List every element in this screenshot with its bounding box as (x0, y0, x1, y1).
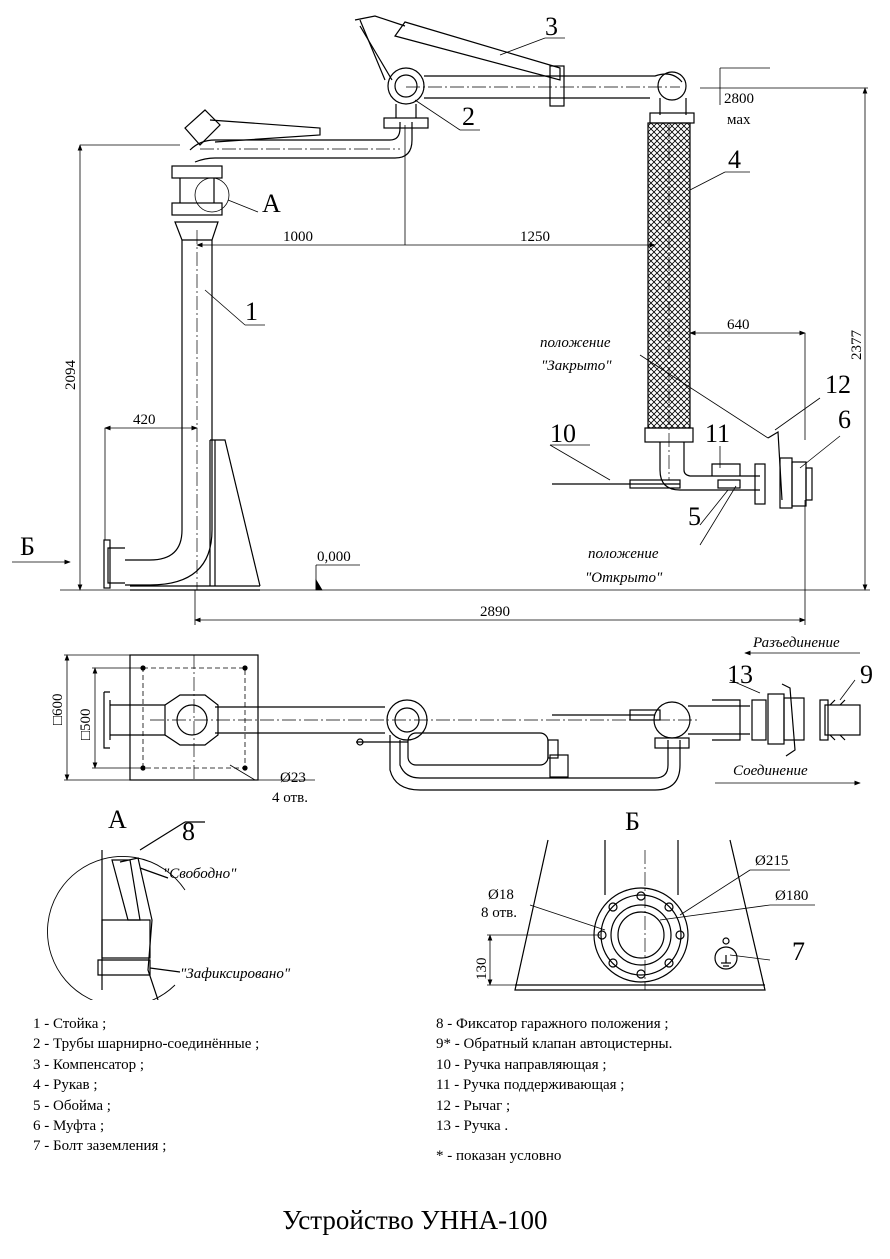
label-fixed: "Зафиксировано" (180, 966, 291, 982)
pos-closed-line2: "Закрыто" (541, 358, 612, 374)
legend-item: 8 - Фиксатор гаражного положения ; (436, 1016, 669, 1032)
dim-holes8: 8 отв. (481, 905, 517, 921)
handles-coupling (552, 430, 813, 509)
top-dimensions (64, 650, 861, 786)
dim-640: 640 (727, 317, 750, 333)
view-b-marker: Б (20, 532, 35, 561)
front-labels: 3 2 4 1 А 10 11 12 6 5 Б 1000 1250 2800 … (20, 12, 865, 620)
callout-11: 11 (705, 419, 730, 448)
dim-2377: 2377 (849, 330, 865, 361)
base-support (130, 439, 261, 591)
legend-item: 13 - Ручка . (436, 1118, 509, 1135)
dim-130: 130 (474, 958, 490, 981)
view-b (514, 839, 766, 991)
callout-9: 9 (860, 660, 873, 689)
dim-2800: 2800 (724, 91, 754, 107)
view-a-marker: А (262, 189, 281, 218)
legend-item: 6 - Муфта ; (33, 1118, 105, 1135)
dim-max: мах (727, 112, 751, 128)
callout-6: 6 (838, 405, 851, 434)
callout-12: 12 (825, 370, 851, 399)
articulated-pipes (184, 65, 695, 163)
legend-right: 8 - Фиксатор гаражного положения ; 9* - … (436, 1014, 672, 1136)
front-dimensions (12, 37, 870, 625)
hose (644, 122, 760, 491)
dim-holes4: 4 отв. (272, 790, 308, 806)
view-b-labels: Б Ø215 Ø180 Ø18 8 отв. 130 7 (474, 807, 808, 980)
top-view (103, 654, 861, 791)
label-disconnect: Разъединение (752, 635, 840, 651)
legend-item: 3 - Компенсатор ; (33, 1056, 145, 1073)
pos-open-line1: положение (588, 546, 659, 562)
label-free: "Свободно" (163, 866, 237, 882)
legend-item: 11 - Ручка поддерживающая ; (436, 1077, 625, 1094)
dim-2890: 2890 (480, 604, 510, 620)
dim-d215: Ø215 (755, 853, 788, 869)
dim-d23: Ø23 (280, 770, 306, 786)
dim-d18: Ø18 (488, 887, 514, 903)
pos-closed-line1: положение (540, 335, 611, 351)
legend-left: 1 - Стойка ; 2 - Трубы шарнирно-соединён… (33, 1014, 259, 1157)
callout-5: 5 (688, 502, 701, 531)
drawing-title: Устройство УННА-100 (282, 1205, 548, 1235)
dim-420: 420 (133, 412, 156, 428)
callout-3: 3 (545, 12, 558, 41)
legend-item: 5 - Обойма ; (33, 1097, 111, 1114)
label-connect: Соединение (733, 763, 808, 779)
view-b-title: Б (625, 807, 640, 836)
callout-13: 13 (727, 660, 753, 689)
callout-10: 10 (550, 419, 576, 448)
legend-item: 2 - Трубы шарнирно-соединённые ; (33, 1036, 260, 1053)
legend-item: 1 - Стойка ; (33, 1016, 107, 1032)
legend-item: 4 - Рукав ; (33, 1077, 98, 1094)
view-a-title: А (108, 805, 127, 834)
callout-7: 7 (792, 937, 805, 966)
footnote: * - показан условно (436, 1148, 562, 1164)
compensator (354, 15, 561, 81)
view-b-dimensions (487, 869, 815, 986)
callout-8: 8 (182, 817, 195, 846)
detail-a (47, 821, 205, 1000)
dim-2094: 2094 (63, 360, 79, 391)
dim-sq500: □500 (78, 708, 94, 740)
callout-1: 1 (245, 297, 258, 326)
detail-a-labels: А 8 "Свободно" "Зафиксировано" (108, 805, 291, 982)
legend-item: 10 - Ручка направляющая ; (436, 1056, 607, 1073)
dim-d180: Ø180 (775, 888, 808, 904)
legend-item: 12 - Рычаг ; (436, 1097, 511, 1114)
legend-item: 7 - Болт заземления ; (33, 1138, 167, 1155)
dim-1250: 1250 (520, 229, 550, 245)
legend-item: 9* - Обратный клапан автоцистерны. (436, 1036, 673, 1053)
technical-drawing: 3 2 4 1 А 10 11 12 6 5 Б 1000 1250 2800 … (12, 12, 873, 1000)
callout-4: 4 (728, 145, 741, 174)
front-view (103, 15, 813, 591)
dim-zero: 0,000 (317, 549, 351, 565)
pos-open-line2: "Открыто" (585, 570, 663, 586)
dim-1000: 1000 (283, 229, 313, 245)
stand-column (103, 165, 223, 590)
dim-sq600: □600 (50, 693, 66, 725)
top-labels: □600 □500 Ø23 4 отв. Разъединение Соедин… (50, 635, 873, 806)
callout-2: 2 (462, 102, 475, 131)
